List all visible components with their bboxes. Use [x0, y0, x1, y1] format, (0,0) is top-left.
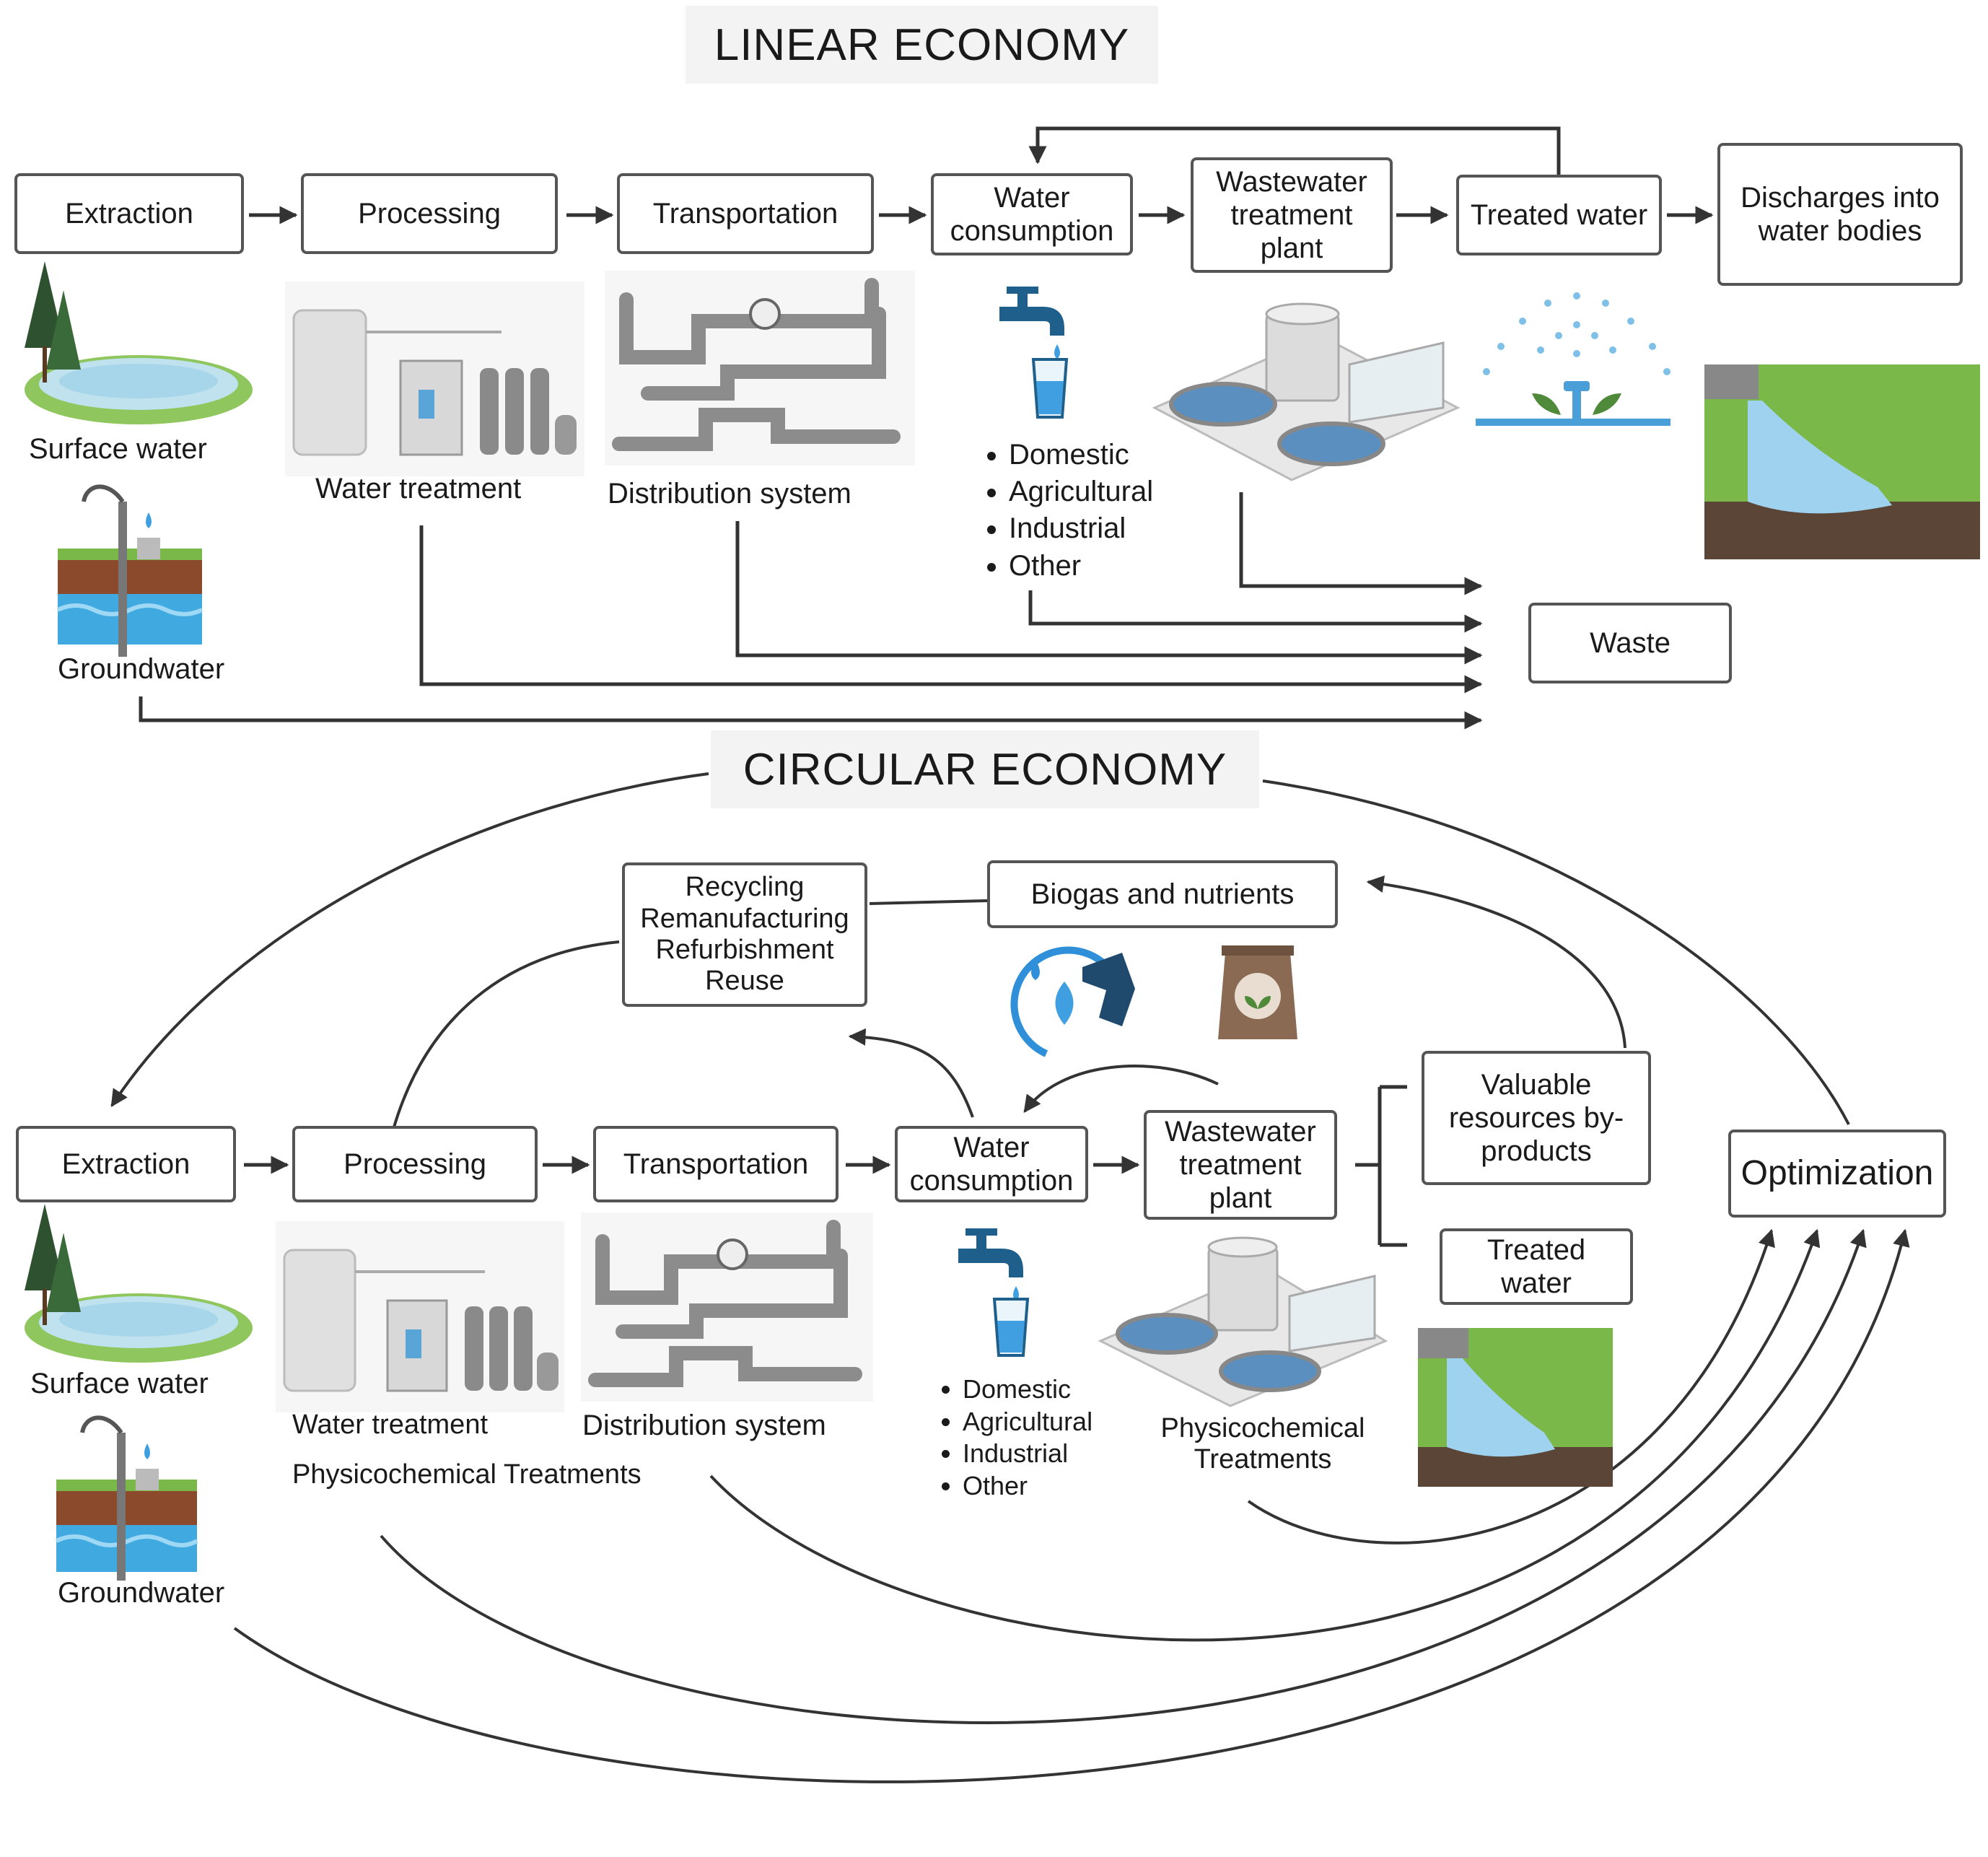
circular-uses-list: Domestic Agricultural Industrial Other — [929, 1373, 1092, 1503]
fuel-nozzle-icon — [1010, 946, 1135, 1057]
circular-title: CIRCULAR ECONOMY — [711, 730, 1259, 808]
pond-icon — [25, 355, 253, 424]
recycling-line: Remanufacturing — [640, 903, 849, 934]
glass-icon — [1031, 358, 1069, 419]
arrow-waste-distribution — [735, 521, 1483, 665]
list-item: Other — [963, 1470, 1092, 1503]
linear-waste-box: Waste — [1528, 603, 1732, 683]
faucet-icon — [958, 1228, 1023, 1301]
arrow-treated-feedback — [1028, 126, 1561, 175]
arrow-return-physico-right — [1247, 1228, 1775, 1544]
linear-title: LINEAR ECONOMY — [686, 6, 1158, 84]
arrow-valuable-to-biogas — [1366, 875, 1626, 1049]
hand-pump-icon — [55, 1415, 198, 1581]
arrow-wwtp-to-consumption — [1023, 1065, 1219, 1113]
circular-consumption-box: Water consumption — [895, 1126, 1088, 1202]
circular-optimization-box: Optimization — [1728, 1130, 1946, 1218]
arrow-consumption-to-recycling — [848, 1028, 974, 1118]
list-item: Industrial — [963, 1438, 1092, 1470]
arrow-title-to-optimization — [1262, 779, 1850, 1125]
list-item: Domestic — [1009, 437, 1153, 473]
circular-biogas-box: Biogas and nutrients — [987, 860, 1338, 928]
circular-processing-box: Processing — [292, 1126, 538, 1202]
circular-surface-water-label: Surface water — [30, 1368, 209, 1399]
arrow-waste-treatment — [419, 525, 1483, 694]
list-item: Agricultural — [1009, 473, 1153, 510]
hand-pump-icon — [56, 484, 203, 657]
pond-icon — [25, 1293, 253, 1363]
circular-transportation-box: Transportation — [593, 1126, 838, 1202]
circular-recycling-box: Recycling Remanufacturing Refurbishment … — [622, 862, 867, 1007]
arrow-loop-to-extraction — [110, 772, 709, 1108]
pipes-icon — [581, 1212, 873, 1402]
arrow-return-groundwater — [233, 1228, 1910, 1783]
linear-extraction-box: Extraction — [14, 173, 244, 254]
linear-discharges-box: Discharges into water bodies — [1717, 143, 1963, 286]
fertilizer-bag-icon — [1218, 945, 1297, 1039]
circular-groundwater-label: Groundwater — [58, 1577, 225, 1609]
list-item: Domestic — [963, 1373, 1092, 1406]
linear-groundwater-label: Groundwater — [58, 653, 225, 685]
list-item: Other — [1009, 548, 1153, 585]
linear-uses-list: Domestic Agricultural Industrial Other — [976, 437, 1153, 585]
pipes-icon — [605, 271, 915, 466]
arrow-waste-consumption — [1028, 590, 1483, 633]
circular-water-treatment-label: Water treatment — [292, 1410, 489, 1440]
circular-valuable-box: Valuable resources by-products — [1422, 1051, 1651, 1185]
circular-physico-left-label: Physicochemical Treatments — [292, 1459, 641, 1490]
circular-treated-box: Treated water — [1440, 1228, 1633, 1305]
linear-consumption-box: Water consumption — [931, 173, 1133, 255]
glass-icon — [992, 1298, 1030, 1357]
circular-extraction-box: Extraction — [16, 1126, 236, 1202]
treatment-plant-icon — [1098, 1236, 1388, 1407]
linear-distribution-label: Distribution system — [608, 478, 851, 510]
link-biogas-recycling — [869, 899, 988, 905]
linear-wwtp-box: Wastewater treatment plant — [1191, 157, 1393, 273]
recycling-line: Recycling — [685, 872, 805, 903]
recycling-line: Reuse — [705, 966, 784, 997]
arrow-return-distribution — [709, 1228, 1821, 1642]
linear-water-treatment-label: Water treatment — [315, 473, 522, 504]
recycling-line: Refurbishment — [655, 935, 834, 965]
linear-surface-water-label: Surface water — [29, 433, 207, 465]
sprinkler-icon — [1476, 292, 1670, 426]
tree-icon — [25, 261, 81, 383]
linear-transportation-box: Transportation — [617, 173, 874, 254]
arrow-return-treatment — [380, 1228, 1867, 1724]
arrow-waste-groundwater — [139, 696, 1483, 730]
water-tank-icon — [285, 281, 584, 476]
linear-treated-box: Treated water — [1456, 175, 1662, 255]
list-item: Agricultural — [963, 1406, 1092, 1438]
tree-icon — [25, 1204, 81, 1325]
link-processing-recycling — [392, 940, 620, 1130]
circular-wwtp-box: Wastewater treatment plant — [1144, 1110, 1337, 1220]
list-item: Industrial — [1009, 510, 1153, 547]
circular-distribution-label: Distribution system — [582, 1410, 826, 1441]
outfall-icon — [1418, 1328, 1613, 1487]
linear-processing-box: Processing — [301, 173, 558, 254]
water-tank-icon — [276, 1221, 564, 1412]
faucet-icon — [999, 287, 1064, 359]
treatment-plant-icon — [1152, 302, 1461, 481]
outfall-icon — [1704, 364, 1980, 559]
arrow-waste-plant — [1239, 492, 1483, 595]
circular-physico-right-label: Physicochemical Treatments — [1160, 1413, 1365, 1474]
